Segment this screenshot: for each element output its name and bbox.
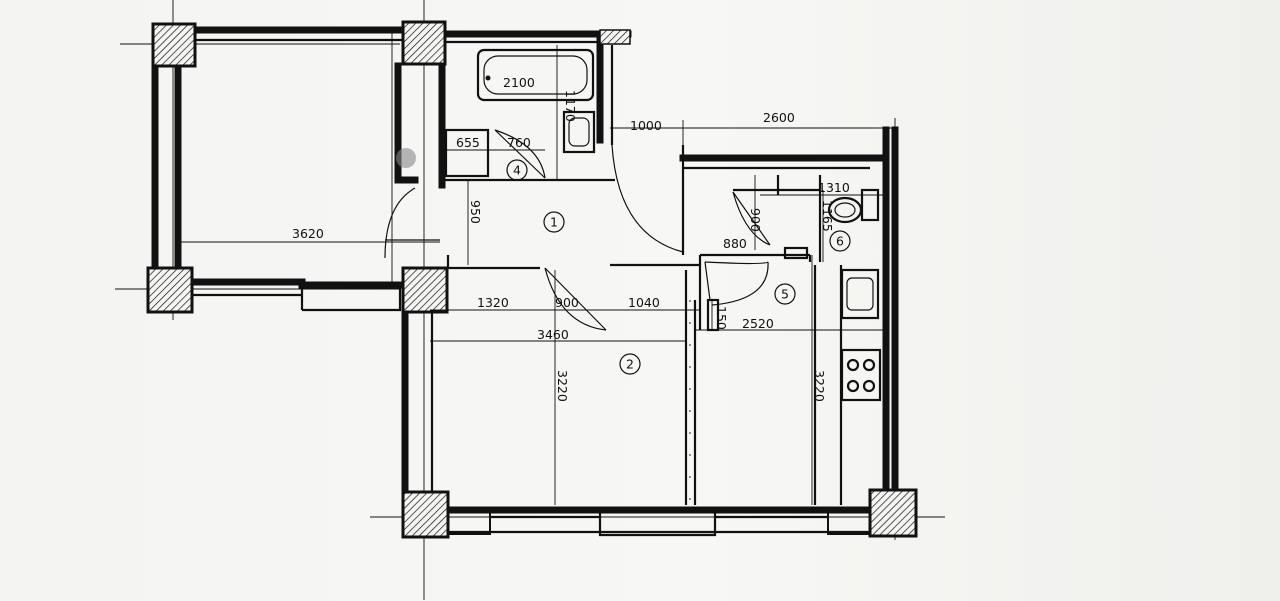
room-markers: 4 1 2 5 6 <box>506 159 851 375</box>
dim-kitchen-150: 150 <box>714 306 729 330</box>
dim-hall-950: 950 <box>468 200 483 224</box>
dim-corridor-1000: 1000 <box>630 118 662 133</box>
exterior-walls <box>151 26 899 537</box>
dimension-lines <box>175 30 885 505</box>
dim-bath-length: 2100 <box>503 75 535 90</box>
fixtures <box>396 48 882 402</box>
dim-bath-width: 1170 <box>563 90 578 122</box>
dimension-labels: 2100 1170 655 760 1000 2600 1310 900 116… <box>292 75 850 402</box>
room-number-4: 4 <box>513 163 521 178</box>
dim-kitchen-3220: 3220 <box>812 370 827 402</box>
dim-kitchen-2600: 2600 <box>763 110 795 125</box>
room-number-6: 6 <box>836 234 844 249</box>
dim-wm-width: 655 <box>456 135 480 150</box>
dim-kitchen-880: 880 <box>723 236 747 251</box>
dim-wc-1310: 1310 <box>818 180 850 195</box>
dim-room-3220: 3220 <box>555 370 570 402</box>
dim-room-3460: 3460 <box>537 327 569 342</box>
dim-kitchen-2520: 2520 <box>742 316 774 331</box>
room-number-2: 2 <box>626 357 634 372</box>
dim-wc-1165: 1165 <box>820 200 835 232</box>
dim-wc-900: 900 <box>748 208 763 232</box>
dim-hall-3620: 3620 <box>292 226 324 241</box>
dim-room-1320: 1320 <box>477 295 509 310</box>
dim-room-900: 900 <box>555 295 579 310</box>
dim-room-1040: 1040 <box>628 295 660 310</box>
dim-door-760: 760 <box>507 135 531 150</box>
structural-columns <box>146 20 918 539</box>
room-number-5: 5 <box>781 287 789 302</box>
room-number-1: 1 <box>550 215 558 230</box>
